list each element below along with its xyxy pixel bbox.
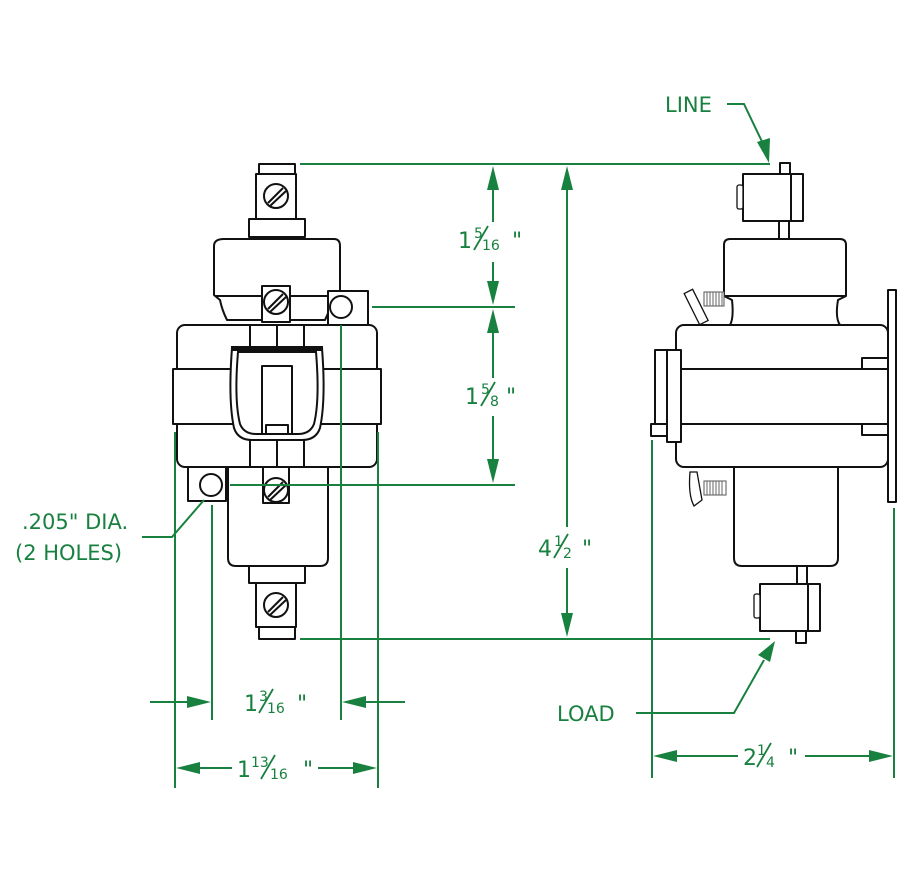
svg-text:4: 4 xyxy=(538,537,552,562)
line-leader-arrow-icon xyxy=(757,138,770,163)
arrow-right-icon xyxy=(869,750,893,762)
svg-text:16: 16 xyxy=(267,701,285,717)
upper-cap xyxy=(213,238,341,321)
lower-body xyxy=(227,466,329,567)
svg-text:5: 5 xyxy=(474,226,483,242)
bottom-terminal-cap xyxy=(258,626,296,640)
labels: LINE LOAD .205" DIA. (2 HOLES) 1 5 16 " … xyxy=(15,93,798,783)
hole-count-label: (2 HOLES) xyxy=(15,541,122,565)
svg-text:16: 16 xyxy=(482,238,500,254)
arrow-down-icon xyxy=(561,613,573,637)
svg-text:13: 13 xyxy=(251,755,269,771)
side-body-band xyxy=(675,368,889,425)
overall-height-label: 4 1 2 " xyxy=(538,533,592,562)
dimension-lines xyxy=(142,103,895,788)
side-upper-cap xyxy=(723,238,847,326)
line-terminal xyxy=(742,173,804,222)
svg-text:2: 2 xyxy=(743,746,757,771)
hole-leader xyxy=(142,499,205,538)
side-clip-tab xyxy=(650,423,668,437)
inner-width-label: 1 3 16 " xyxy=(244,688,307,717)
arrow-down-icon xyxy=(487,281,499,305)
upper-mount-screw-icon xyxy=(683,288,725,326)
mounting-plate xyxy=(887,289,897,503)
svg-text:1: 1 xyxy=(465,385,479,410)
arrow-down-icon xyxy=(487,459,499,483)
line-label: LINE xyxy=(665,93,712,117)
svg-text:": " xyxy=(512,229,522,254)
upper-mount-hole xyxy=(329,295,353,319)
fuse-handle xyxy=(229,346,325,441)
load-stem xyxy=(796,565,808,585)
overall-width-label: 1 13 16 " xyxy=(237,754,313,783)
svg-text:": " xyxy=(582,537,592,562)
arrow-right-icon xyxy=(187,696,211,708)
hole-dia-label: .205" DIA. xyxy=(22,510,128,534)
lower-mount-hole xyxy=(199,473,223,497)
bottom-terminal-screw-icon xyxy=(263,592,289,618)
plate-upper-tab xyxy=(861,357,889,370)
arrow-left-icon xyxy=(653,750,677,762)
top-terminal-screw-icon xyxy=(263,183,289,209)
bottom-neck xyxy=(248,565,306,584)
mount-spacing-label: 1 5 8 " xyxy=(465,381,516,410)
svg-text:1: 1 xyxy=(244,692,258,717)
svg-text:": " xyxy=(788,746,798,771)
svg-text:1: 1 xyxy=(554,534,563,550)
svg-text:1: 1 xyxy=(757,743,766,759)
side-view xyxy=(650,162,897,644)
plate-lower-tab xyxy=(861,423,889,436)
line-stem xyxy=(778,220,790,240)
load-leader-arrow-icon xyxy=(758,641,775,662)
depth-label: 2 1 4 " xyxy=(743,742,798,771)
arrow-up-icon xyxy=(487,309,499,333)
line-stud xyxy=(779,162,791,175)
top-neck xyxy=(248,218,306,238)
svg-text:16: 16 xyxy=(270,767,288,783)
load-stud xyxy=(795,630,807,644)
arrow-up-icon xyxy=(487,166,499,190)
svg-text:8: 8 xyxy=(490,394,499,410)
front-view xyxy=(172,163,382,640)
svg-text:": " xyxy=(506,385,516,410)
line-set-screw xyxy=(736,184,744,210)
lower-mount-screw-icon xyxy=(688,471,727,507)
svg-text:3: 3 xyxy=(259,689,268,705)
arrow-left-icon xyxy=(176,762,200,774)
load-label: LOAD xyxy=(557,702,615,726)
arrow-left-icon xyxy=(342,696,366,708)
load-leader xyxy=(636,659,765,714)
side-clip-inner xyxy=(666,349,682,443)
load-terminal xyxy=(759,583,821,632)
svg-text:5: 5 xyxy=(481,382,490,398)
svg-text:1: 1 xyxy=(237,758,251,783)
load-set-screw xyxy=(753,593,761,619)
arrow-up-icon xyxy=(561,166,573,190)
svg-text:": " xyxy=(303,758,313,783)
upper-screw-icon xyxy=(263,289,289,315)
upper-height-label: 1 5 16 " xyxy=(458,225,522,254)
svg-text:1: 1 xyxy=(458,229,472,254)
svg-text:2: 2 xyxy=(563,546,572,562)
line-leader xyxy=(727,103,767,151)
arrow-right-icon xyxy=(353,762,377,774)
side-lower-body xyxy=(733,466,839,567)
svg-text:4: 4 xyxy=(766,755,775,771)
lower-screw-icon xyxy=(263,477,289,503)
svg-text:": " xyxy=(297,692,307,717)
